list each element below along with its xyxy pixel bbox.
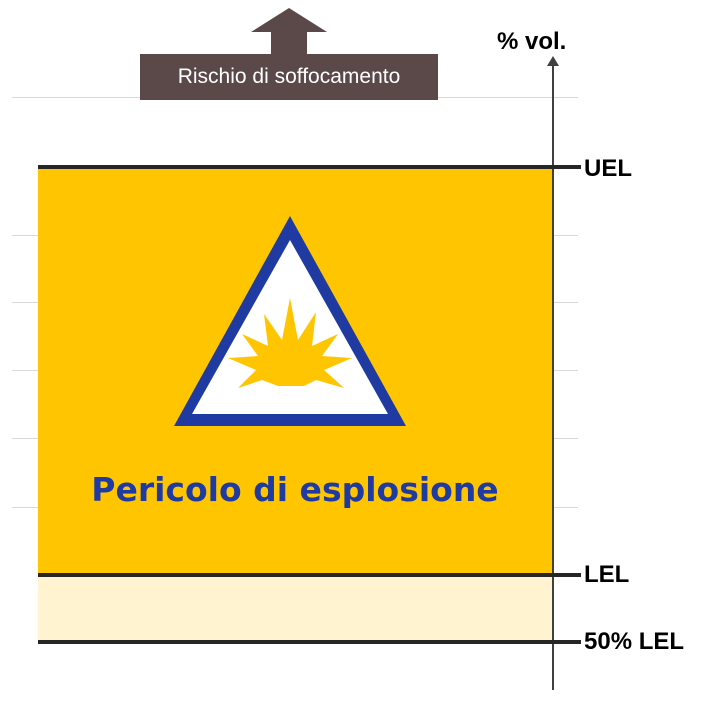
axis-label: % vol. [497, 28, 567, 55]
arrow-up-icon [140, 8, 438, 100]
explosion-burst-icon [228, 298, 352, 388]
lel-line [38, 573, 581, 577]
concentration-axis [552, 62, 554, 690]
lel-label: LEL [584, 561, 630, 588]
suffocation-arrow-icon [251, 8, 327, 54]
axis-arrow-icon [547, 56, 559, 66]
uel-label: UEL [584, 155, 632, 182]
half-lel-line [38, 640, 581, 644]
suffocation-risk-box: Rischio di soffocamento [140, 8, 438, 100]
explosion-warning-triangle-icon [174, 216, 406, 426]
explosion-danger-label: Pericolo di esplosione [91, 470, 499, 509]
suffocation-risk-label: Rischio di soffocamento [177, 65, 401, 88]
uel-line [38, 165, 581, 169]
caution-zone [38, 575, 552, 642]
half-lel-label: 50% LEL [584, 628, 685, 655]
